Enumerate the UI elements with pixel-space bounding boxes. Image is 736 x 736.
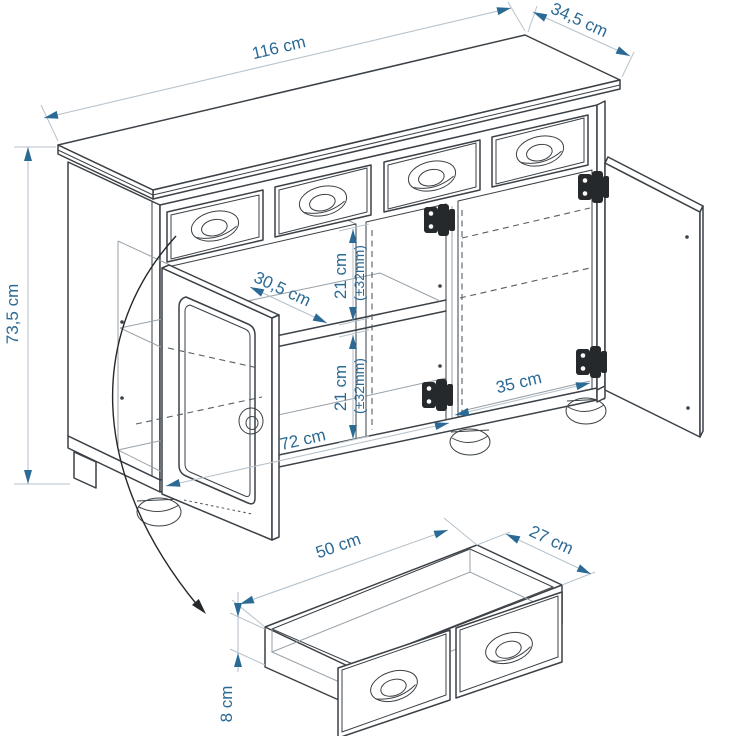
overall-height-label: 73,5 cm bbox=[3, 284, 22, 344]
drawer-width-label: 50 cm bbox=[313, 529, 363, 562]
drawer-front-4 bbox=[491, 114, 589, 188]
detail-drawer-front-right bbox=[455, 591, 563, 699]
dimension-shelf-gap-lower: 21 cm (±32mm) bbox=[331, 329, 370, 444]
dimension-drawer-height: 8 cm bbox=[217, 592, 266, 723]
callout-arrow-icon bbox=[192, 599, 206, 614]
dimension-shelf-gap-upper: 21 cm (±32mm) bbox=[331, 223, 370, 326]
detail-drawer-front-left bbox=[337, 629, 451, 736]
back-left-foot bbox=[73, 451, 97, 489]
cabinet-interior bbox=[117, 198, 591, 478]
drawer-front-2 bbox=[274, 164, 372, 238]
left-glass-door-open bbox=[135, 264, 280, 541]
drawer-height-label: 8 cm bbox=[217, 686, 236, 723]
shelf-gap-lower-label: 21 cm bbox=[331, 365, 350, 411]
shelf-gap-upper-tolerance-label: (±32mm) bbox=[351, 245, 367, 301]
drawer-front-3 bbox=[383, 139, 481, 213]
cabinet-top-board bbox=[57, 34, 621, 200]
shelf-gap-upper-label: 21 cm bbox=[331, 253, 350, 299]
drawer-row bbox=[166, 114, 589, 263]
drawer-detail-view bbox=[264, 544, 563, 736]
dimension-overall-height: 73,5 cm bbox=[3, 146, 70, 485]
cabinet-left-side-panel bbox=[67, 161, 161, 493]
cabinet-drawing bbox=[57, 34, 704, 541]
drawer-detail-callout bbox=[112, 235, 206, 614]
bun-foot bbox=[449, 428, 491, 456]
drawer-depth-label: 27 cm bbox=[526, 522, 576, 559]
right-door-open bbox=[604, 156, 704, 438]
door-knob-icon bbox=[238, 407, 264, 435]
overall-depth-label: 34,5 cm bbox=[548, 0, 611, 41]
shelf-gap-lower-tolerance-label: (±32mm) bbox=[351, 358, 367, 414]
